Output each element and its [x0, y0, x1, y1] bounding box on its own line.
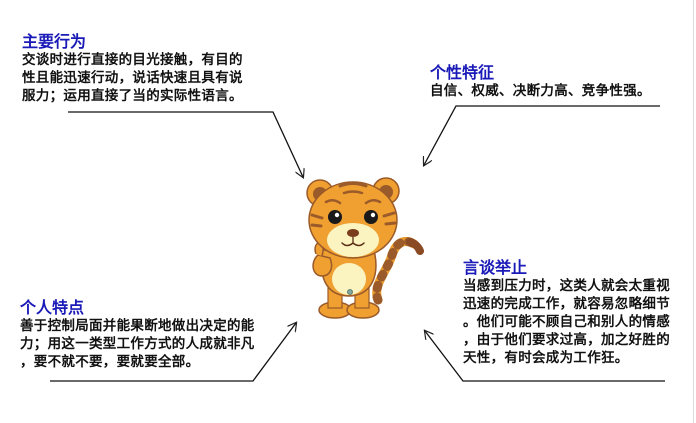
personal-traits-heading: 个人特点 — [20, 298, 85, 317]
personal-traits-line: ，要不就不要，要就要全部。 — [20, 354, 200, 370]
arrow-bottom-left — [50, 323, 296, 382]
speech-manner-line: 迅速的完成工作，就容易忽略细节 — [463, 296, 670, 312]
main-behavior-block: 主要行为 交谈时进行直接的目光接触，有目的 性且能迅速行动，说话快速且具有说 服… — [22, 33, 243, 105]
personality-heading: 个性特征 — [430, 63, 495, 82]
speech-manner-block: 言谈举止 当感到压力时，这类人就会太重视 迅速的完成工作，就容易忽略细节 。他们… — [463, 259, 670, 367]
arrow-top-left — [68, 111, 303, 177]
speech-manner-line: 天性，有时会成为工作狂。 — [463, 350, 629, 366]
speech-manner-heading: 言谈举止 — [463, 258, 528, 277]
speech-manner-line: 当感到压力时，这类人就会太重视 — [463, 278, 670, 294]
arrow-bottom-right — [425, 331, 665, 382]
personal-traits-line: 善于控制局面并能果断地做出决定的能 — [20, 318, 255, 334]
personal-traits-block: 个人特点 善于控制局面并能果断地做出决定的能 力；用这一类型工作方式的人成就非凡… — [20, 299, 255, 371]
main-behavior-line: 服力；运用直接了当的实际性语言。 — [22, 88, 243, 104]
speech-manner-line: 。他们可能不顾自己和别人的情感 — [463, 314, 670, 330]
main-behavior-line: 性且能迅速行动，说话快速且具有说 — [22, 70, 243, 86]
personality-line: 自信、权威、决断力高、竞争性强。 — [430, 83, 651, 99]
main-behavior-heading: 主要行为 — [22, 32, 87, 51]
personal-traits-line: 力；用这一类型工作方式的人成就非凡 — [20, 336, 255, 352]
main-behavior-line: 交谈时进行直接的目光接触，有目的 — [22, 52, 243, 68]
arrow-top-right — [424, 105, 660, 165]
right-edge-divider — [693, 0, 694, 423]
personality-block: 个性特征 自信、权威、决断力高、竞争性强。 — [430, 64, 651, 100]
speech-manner-line: ，由于他们要求过高，加之好胜的 — [463, 332, 670, 348]
